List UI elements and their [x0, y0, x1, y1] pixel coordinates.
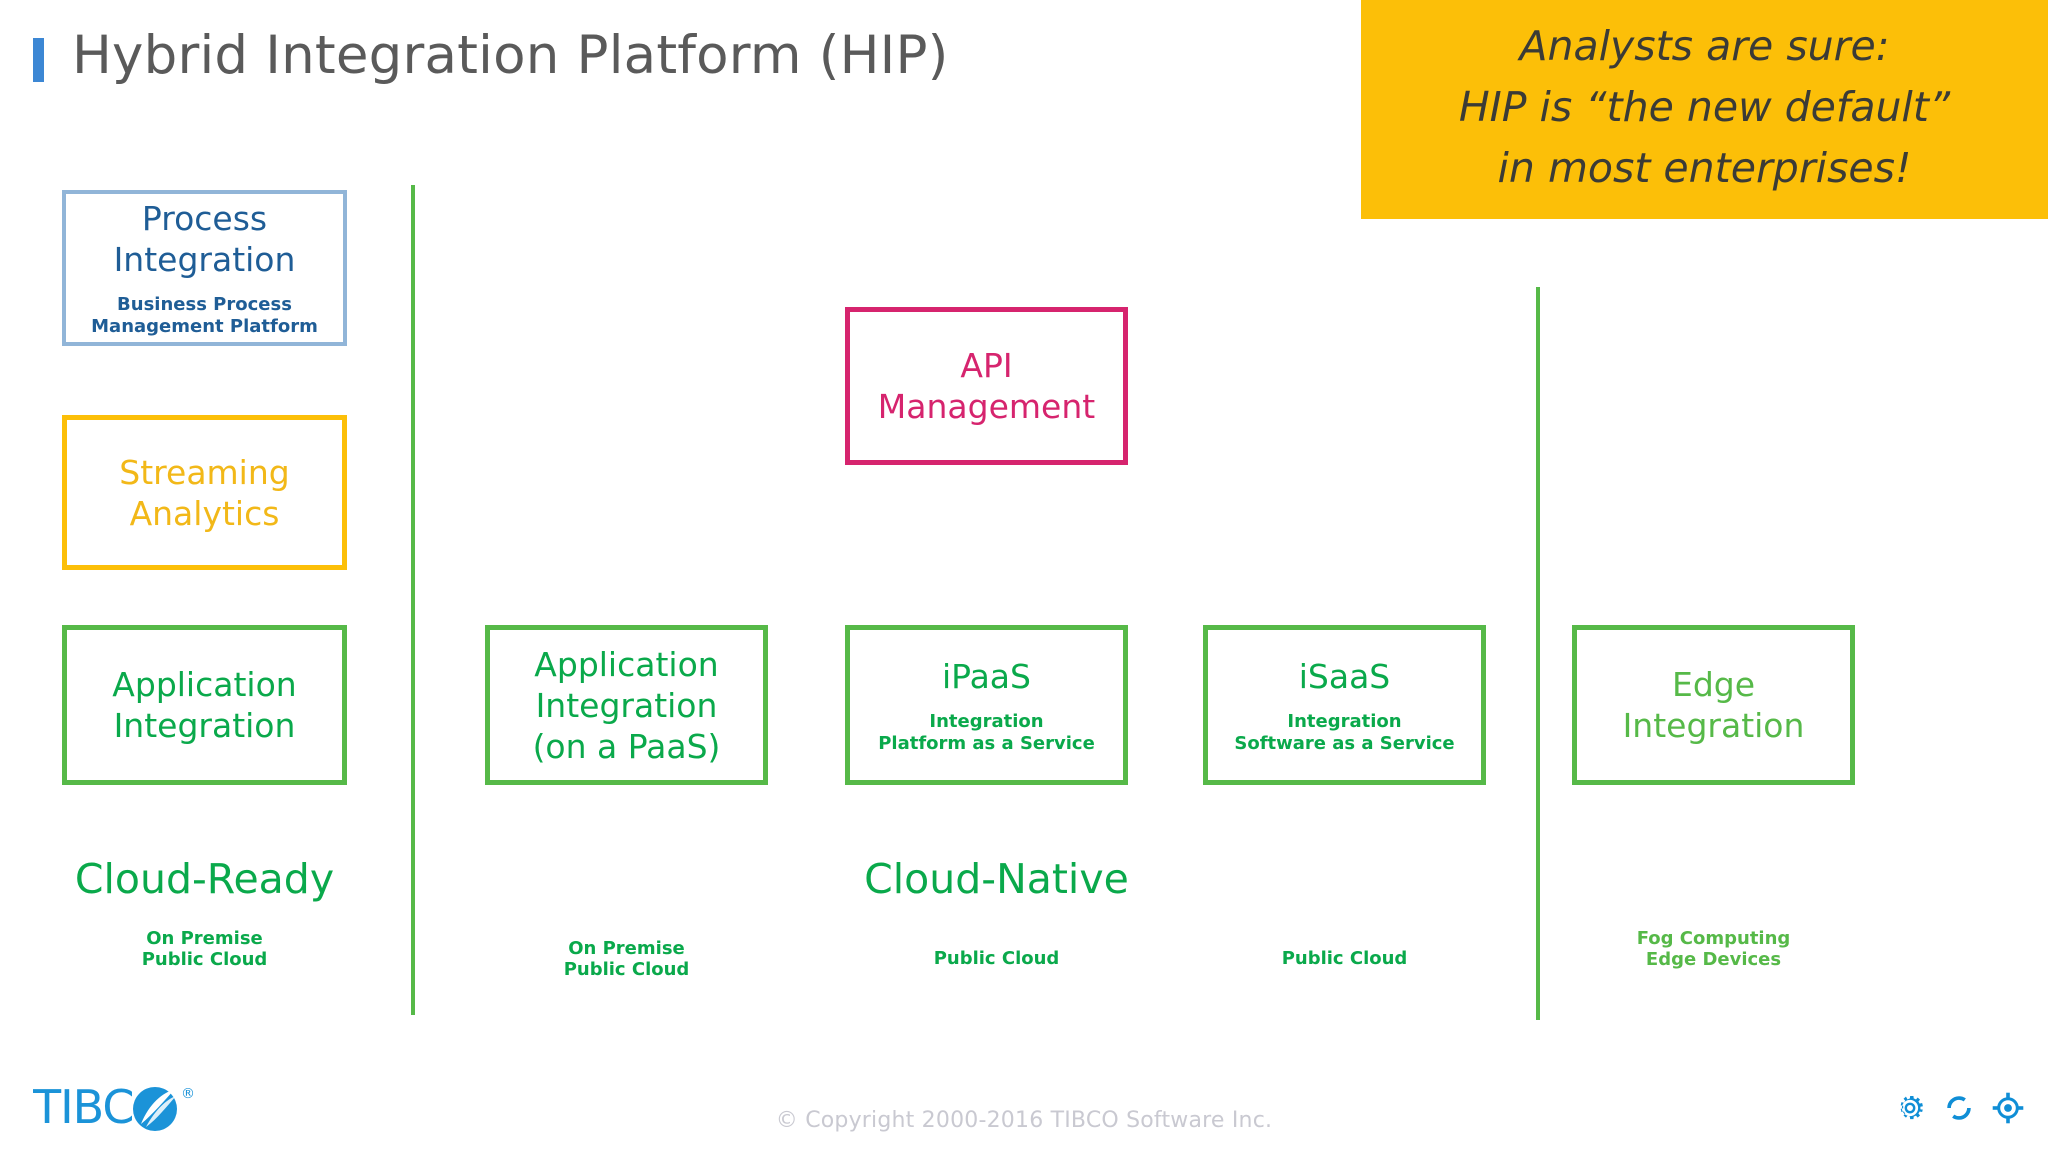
- gear-icon[interactable]: [1892, 1090, 1928, 1126]
- caption-ipaas: Public Cloud: [933, 948, 1060, 969]
- svg-text:TIBC: TIBC: [33, 1082, 134, 1134]
- caption-edge: Fog Computing Edge Devices: [1636, 928, 1791, 970]
- page-title: Hybrid Integration Platform (HIP): [72, 25, 949, 86]
- callout-line-2: HIP is “the new default”: [1458, 83, 1951, 131]
- caption-app-int-paas: On Premise Public Cloud: [563, 938, 690, 980]
- node-title: Streaming Analytics: [119, 452, 290, 533]
- svg-text:®: ®: [181, 1086, 195, 1102]
- copyright-text: © Copyright 2000-2016 TIBCO Software Inc…: [775, 1108, 1273, 1133]
- target-icon[interactable]: [1990, 1090, 2026, 1126]
- node-api-management[interactable]: API Management: [845, 307, 1128, 465]
- tibco-logo: TIBC ®: [32, 1080, 213, 1136]
- node-title: iSaaS: [1298, 656, 1391, 696]
- node-title: Edge Integration: [1622, 665, 1805, 745]
- footer-icon-group: [1892, 1090, 2026, 1126]
- node-streaming-analytics[interactable]: Streaming Analytics: [62, 415, 347, 570]
- band-label-cloud-native: Cloud-Native: [864, 855, 1129, 903]
- callout-line-3: in most enterprises!: [1497, 144, 1912, 192]
- node-subtitle: Business Process Management Platform: [91, 294, 318, 337]
- refresh-icon[interactable]: [1942, 1091, 1976, 1125]
- node-title: Application Integration: [112, 665, 297, 745]
- analyst-callout: Analysts are sure: HIP is “the new defau…: [1361, 0, 2048, 219]
- node-application-integration[interactable]: Application Integration: [62, 625, 347, 785]
- node-subtitle: Integration Software as a Service: [1234, 710, 1455, 754]
- node-process-integration[interactable]: Process Integration Business Process Man…: [62, 190, 347, 346]
- band-label-cloud-ready: Cloud-Ready: [74, 855, 335, 903]
- divider-right: [1536, 287, 1540, 1020]
- caption-isaas: Public Cloud: [1281, 948, 1408, 969]
- node-title: iPaaS: [942, 656, 1031, 696]
- node-title: Application Integration (on a PaaS): [532, 644, 721, 766]
- title-accent-bar: [33, 38, 44, 82]
- callout-line-1: Analysts are sure:: [1519, 22, 1890, 70]
- node-subtitle: Integration Platform as a Service: [878, 710, 1095, 754]
- node-title: Process Integration: [113, 199, 296, 279]
- caption-cloud-ready: On Premise Public Cloud: [141, 928, 268, 970]
- node-isaas[interactable]: iSaaS Integration Software as a Service: [1203, 625, 1486, 785]
- node-ipaas[interactable]: iPaaS Integration Platform as a Service: [845, 625, 1128, 785]
- node-edge-integration[interactable]: Edge Integration: [1572, 625, 1855, 785]
- node-title: API Management: [877, 346, 1096, 426]
- node-application-integration-paas[interactable]: Application Integration (on a PaaS): [485, 625, 768, 785]
- divider-left: [411, 185, 415, 1015]
